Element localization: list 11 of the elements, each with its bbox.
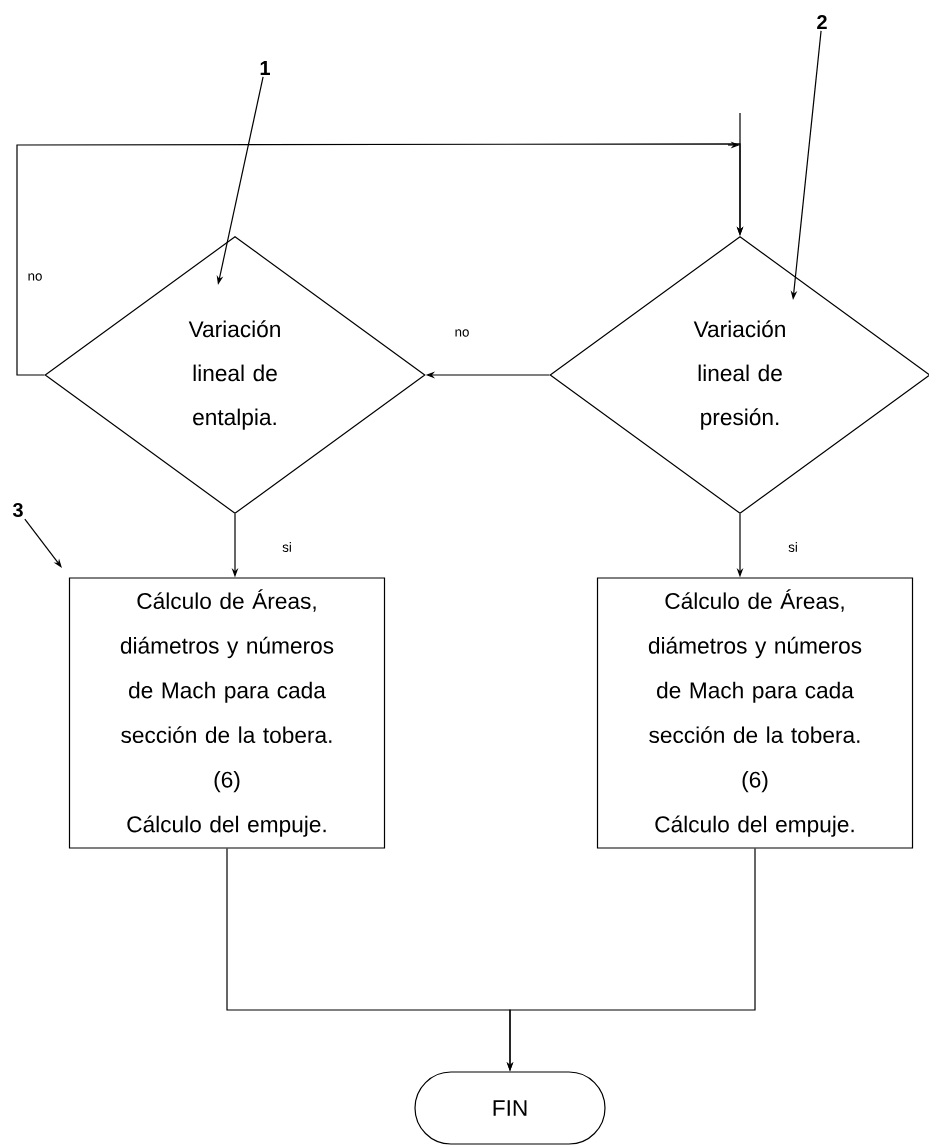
callout-number: 2 [817, 15, 827, 29]
callout-number: 1 [260, 61, 270, 75]
process-box: Cálculo de Áreas, diámetros y números de Mach para cada sección de la tobera. (6) Cálculo del empuje. [68, 577, 386, 849]
terminal-box: FIN [414, 1071, 606, 1145]
edge-label: si [280, 540, 294, 554]
leader-line [24, 518, 62, 568]
callout-number: 3 [12, 502, 23, 518]
process-box: Cálculo de Áreas, diámetros y números de Mach para cada sección de la tobera. (6) Cálculo del empuje. [596, 577, 914, 849]
edge-label: si [786, 540, 800, 554]
edge-label: no [453, 328, 471, 338]
edge-label: no [26, 272, 44, 282]
